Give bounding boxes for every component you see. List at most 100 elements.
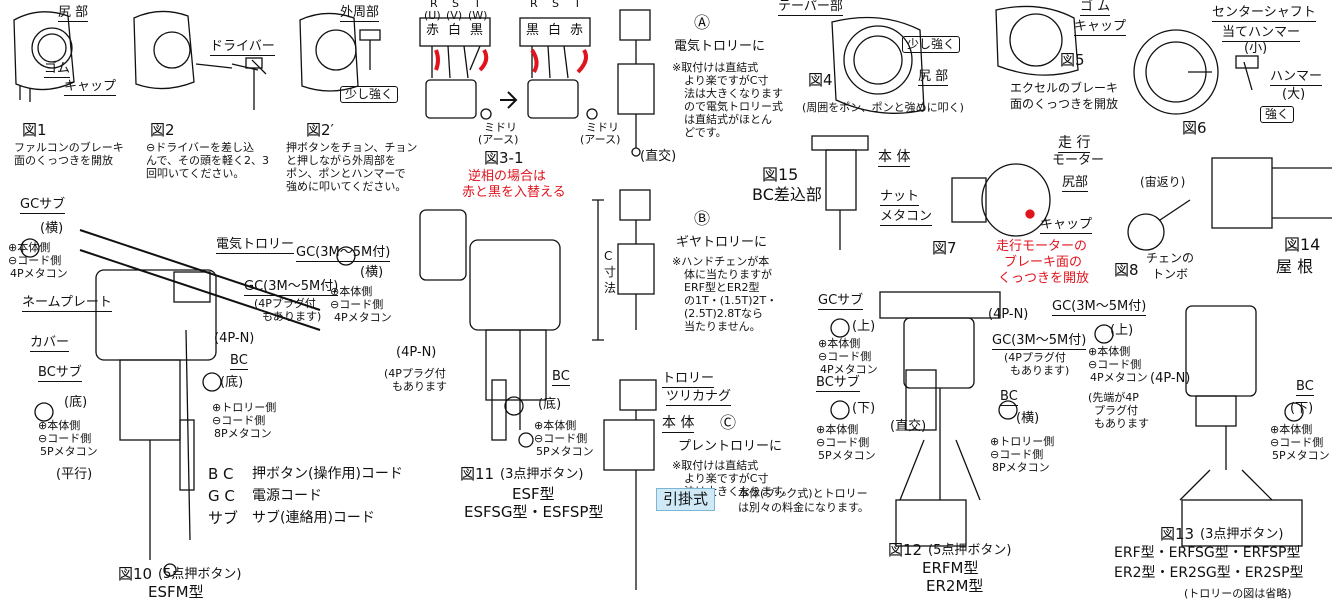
fig3-right-red: 赤 [570,23,584,38]
fig3-right-black: 黒 [526,23,540,38]
fig13-models-1: ERF型・ERFSG型・ERFSP型 [1114,545,1301,561]
fig3-earth1-left: ミドリ [484,121,517,134]
fig10-parallel: (平行) [56,467,93,482]
fig1-label: 図1 [22,121,47,139]
legend-gc-val: 電源コード [252,488,322,504]
fig8-label: 図8 [1114,261,1139,279]
trolley-a-title: 電気トロリーに [674,39,766,54]
fig3-earth2-left: (アース) [478,133,519,146]
fig12-m8: 8Pメタコン [992,461,1050,474]
fig7-red-2: ブレーキ面の [1004,255,1083,270]
fig10-bc-minus: ⊖コード側 [212,414,266,427]
fig13-models-2: ER2型・ER2SG型・ER2SP型 [1114,565,1304,581]
fig2p-caption-4: 強めに叩いてください。 [286,180,407,193]
legend-bc-val: 押ボタン(操作用)コード [252,466,403,482]
fig1-rubber-tag: ゴム [44,61,71,79]
fig7-label: 図7 [932,239,957,257]
fig7-back-tag: 尻部 [1062,175,1089,193]
fig15-body-tag: 本 体 [878,149,911,168]
trolley-b-note-1: ※ハンドチェンが本 [672,255,770,268]
fig11-label: 図11 [460,465,495,483]
c-dim-2: 寸 [604,265,617,279]
fig12-p4n: (4P-N) [988,307,1029,322]
fig13-m5: 5Pメタコン [1272,449,1330,462]
fig2p-label: 図2′ [306,121,334,139]
fig3-right-white: 白 [548,23,562,38]
fig11-model2: ESFSG型・ESFSP型 [464,503,604,521]
fig1-caption-1: ファルコンのブレーキ [14,141,124,154]
hikikake-note-1: 本体(フック式)とトロリー [738,487,868,500]
fig11-plug-2: もあります [392,380,447,393]
hikikake-badge: 引掛式 [656,488,716,511]
fig13-down: (下) [1290,401,1314,416]
fig11-bc-minus: ⊖コード側 [534,432,588,445]
trolley-a-mark: Ⓐ [694,13,711,32]
fig10-nameplate-tag: ネームプレート [22,295,112,313]
fig6-hammer-small-tag: 当てハンマー [1222,25,1301,43]
fig10-cover-tag: カバー [30,335,70,353]
fig12-model2: ER2M型 [926,577,984,595]
trolley-b-note-3: ERF型とER2型 [684,281,760,294]
fig10-gcsub-horiz: (横) [40,221,64,236]
fig5-caption-2: 面のくっつきを開放 [1010,97,1119,111]
fig11-model: ESF型 [512,485,555,503]
fig10-bc-m8: 8Pメタコン [214,427,272,440]
fig11-m4: 4Pメタコン [334,311,392,324]
fig2-caption-3: 回叩いてください。 [146,167,245,180]
trolley-a-note-6: どです。 [684,126,727,139]
fig3-s-left: S [452,0,459,10]
fig7-red-3: くっつきを開放 [998,271,1090,286]
hikikake-note-2: は別々の料金になります。 [738,501,869,514]
trolley-a-note-2: より楽ですがC寸 [684,74,769,87]
fig3-u: (U) [424,9,441,22]
fig6-small: (小) [1244,41,1268,56]
fig13-up: (上) [1110,323,1134,338]
fig7-motor-tag: モーター [1052,153,1105,168]
trolley-a-note-3: 法は大きくなります [684,87,783,100]
trolley-c-trolley-tag: トロリー [662,371,715,389]
fig1-cap-tag: キャップ [64,79,117,97]
legend-bc-key: B C [208,465,234,483]
fig12-plug-2: もあります) [1010,364,1070,377]
fig11-bc-tag: BC [552,369,570,387]
fig2p-caption-1: 押ボタンをチョン、チョン [286,141,418,154]
trolley-b-note-4: の1T・(1.5T)2T・ [684,294,778,307]
fig12-label: 図12 [888,541,923,559]
fig15-nut-tag: ナット [880,189,920,207]
fig5-cap-tag: キャップ [1074,19,1127,37]
fig12-bcsub-tag: BCサブ [816,375,860,393]
fig10-bc-tag: BC [230,353,248,371]
fig3-reverse-1: 逆相の場合は [468,169,547,184]
fig15-label: 図15 [762,165,799,184]
fig10-bc-plus: ⊕トロリー側 [212,401,277,414]
fig2-caption-1: ⊖ドライバーを差し込 [146,141,254,154]
trolley-c-mark: Ⓒ [720,413,737,432]
trolley-b-mark: Ⓑ [694,209,711,228]
fig10-sub: (5点押ボタン) [158,567,242,582]
fig12-gcsub-tag: GCサブ [818,293,864,311]
fig13-tip-3: もあります [1094,417,1149,430]
fig10-gcsub-tag: GCサブ [20,197,66,215]
trolley-c-note-1: ※取付けは直結式 [672,459,759,472]
fig13-bc-tag: BC [1296,379,1314,397]
fig3-earth1-right: ミドリ [586,121,619,134]
fig13-p4n: (4P-N) [1150,371,1191,386]
fig7-cap-tag: キャップ [1040,217,1093,235]
fig13-label: 図13 [1160,525,1195,543]
fig1-caption-2: 面のくっつきを開放 [14,154,113,167]
fig3-r-left: R [430,0,438,10]
fig3-left-black: 黒 [470,23,484,38]
fig11-sub: (3点押ボタン) [500,467,584,482]
fig1-back-tag: 尻 部 [58,5,89,23]
fig3-earth2-right: (アース) [580,133,621,146]
c-dim-3: 法 [604,281,617,295]
fig15-sub: BC差込部 [752,185,822,204]
fig13-gc-tag: GC(3M～5M付) [1052,299,1147,317]
fig3-r-right: R [530,0,538,10]
trolley-a-note-5: は直結式がほとん [684,113,772,126]
legend-sub-key: サブ [208,509,239,527]
fig12-minus: ⊖コード側 [818,350,872,363]
fig10-bc-bottom: (底) [220,375,244,390]
fig13-minus: ⊖コード側 [1088,358,1142,371]
